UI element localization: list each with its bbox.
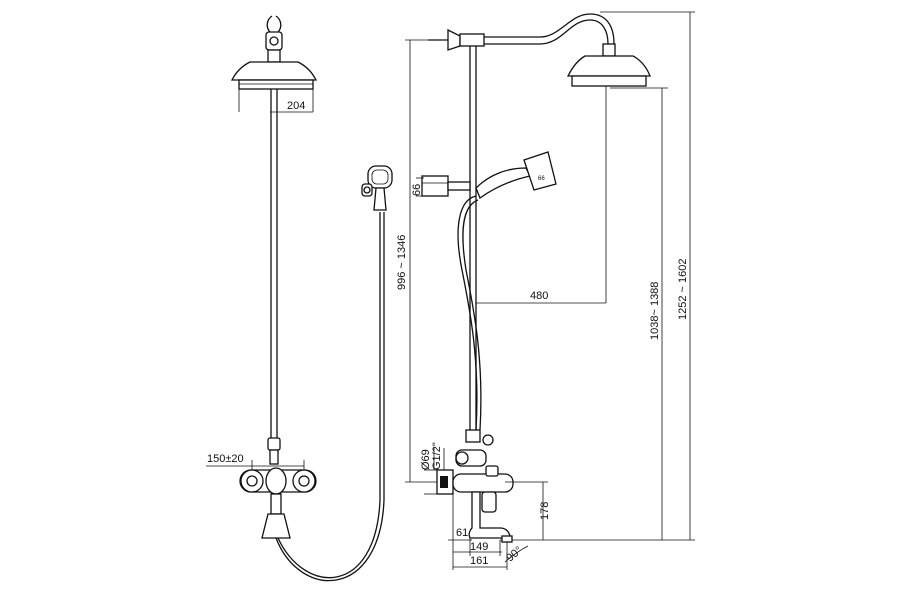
side-shower-head — [566, 43, 651, 87]
side-wall-bracket — [428, 28, 485, 51]
side-mixer-body — [452, 465, 514, 513]
side-hand-shower: 66 — [475, 151, 557, 200]
front-view: 204 150±20 — [206, 15, 393, 582]
svg-text:66: 66 — [538, 176, 545, 182]
front-hose — [275, 212, 385, 582]
dim-hand-height: 66 — [411, 184, 423, 196]
dim-arm-reach: 480 — [530, 290, 548, 302]
dim-spout-149: 149 — [470, 541, 488, 553]
dim-column-height: 996 ~ 1346 — [396, 235, 408, 290]
front-column — [270, 89, 278, 438]
dim-total-height: 1252 ~ 1602 — [677, 259, 689, 320]
dim-diameter: Ø69 — [420, 449, 432, 470]
front-hand-shower — [361, 165, 393, 211]
front-finial — [265, 15, 283, 51]
dim-inlet-spacing: 150±20 — [207, 453, 244, 465]
front-diverter — [267, 437, 281, 465]
front-shower-head — [230, 49, 318, 90]
side-hand-holder — [421, 175, 471, 197]
front-mixer-body — [239, 467, 317, 539]
side-shower-arm — [484, 13, 615, 45]
dim-shower-head: 204 — [287, 100, 305, 112]
side-diverter — [455, 429, 494, 467]
dim-spout-height: 178 — [539, 502, 551, 520]
dim-head-height: 1038~ 1388 — [649, 282, 661, 340]
side-view: 996 ~ 1346 480 1038~ 1388 — [396, 11, 695, 570]
dim-spout-161: 161 — [470, 555, 488, 567]
dim-thread: G1/2" — [431, 442, 443, 470]
dim-wall-offset: 61 — [456, 527, 468, 539]
side-hose — [457, 195, 478, 431]
